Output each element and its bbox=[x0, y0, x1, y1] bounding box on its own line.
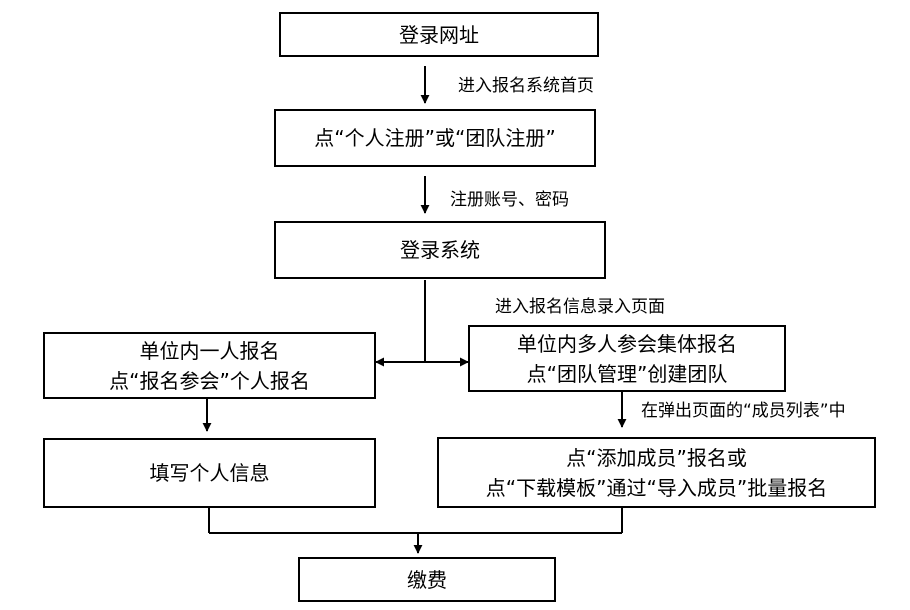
box-login-url: 登录网址 bbox=[279, 12, 599, 57]
box-group-line1: 单位内多人参会集体报名 bbox=[517, 331, 737, 356]
label-member-list: 在弹出页面的“成员列表”中 bbox=[641, 401, 846, 421]
box-fill-info-text: 填写个人信息 bbox=[149, 461, 270, 485]
box-add-member: 点“添加成员”报名或 点“下载模板”通过“导入成员”批量报名 bbox=[437, 437, 876, 508]
box-group-registration: 单位内多人参会集体报名 点“团队管理”创建团队 bbox=[468, 325, 786, 392]
box-payment: 缴费 bbox=[298, 557, 556, 602]
box-login-url-text: 登录网址 bbox=[399, 22, 479, 47]
box-individual-registration: 单位内一人报名 点“报名参会”个人报名 bbox=[43, 332, 376, 399]
label-enter-homepage: 进入报名系统首页 bbox=[458, 76, 594, 96]
box-login-system: 登录系统 bbox=[274, 221, 606, 279]
box-login-system-text: 登录系统 bbox=[400, 238, 480, 262]
box-individual-line2: 点“报名参会”个人报名 bbox=[109, 368, 310, 393]
box-add-member-line2: 点“下载模板”通过“导入成员”批量报名 bbox=[485, 475, 828, 500]
box-register: 点“个人注册”或“团队注册” bbox=[274, 109, 596, 167]
label-enter-info-page: 进入报名信息录入页面 bbox=[495, 297, 665, 317]
box-register-text: 点“个人注册”或“团队注册” bbox=[314, 126, 556, 150]
box-fill-info: 填写个人信息 bbox=[43, 438, 376, 508]
box-add-member-line1: 点“添加成员”报名或 bbox=[566, 445, 747, 470]
box-group-line2: 点“团队管理”创建团队 bbox=[526, 361, 728, 386]
box-payment-text: 缴费 bbox=[407, 567, 447, 592]
label-register-account: 注册账号、密码 bbox=[450, 190, 569, 210]
box-individual-line1: 单位内一人报名 bbox=[139, 338, 280, 363]
